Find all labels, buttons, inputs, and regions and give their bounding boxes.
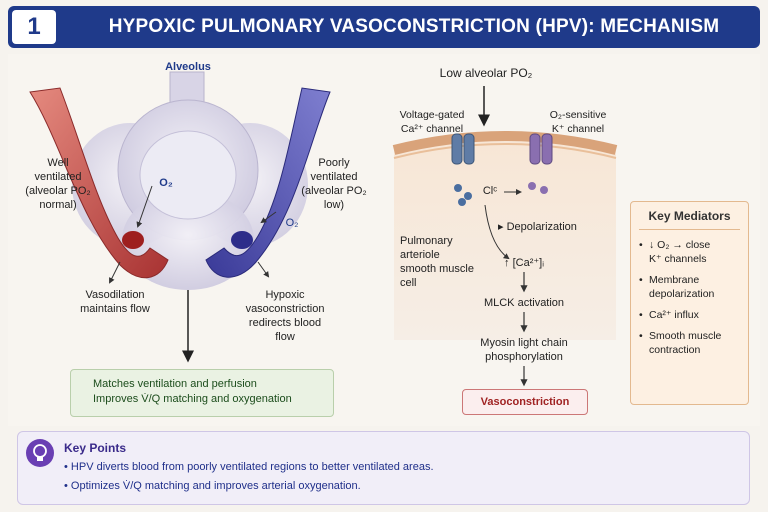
o2-arrow-right: [260, 211, 277, 224]
hypoxic-arrow: [257, 261, 270, 278]
k-channel-label: O₂-sensitive K⁺ channel: [538, 108, 618, 136]
vasodilation-line-1: Vasodilation: [85, 289, 145, 301]
lightbulb-icon: [26, 439, 54, 467]
red-blood-cell: [122, 231, 144, 249]
section-number: 1: [12, 10, 56, 44]
mediator-3-line-1: Ca²⁺ influx: [649, 309, 699, 321]
mlck-label: MLCK activation: [483, 297, 565, 309]
k-channel-icon: [529, 133, 553, 165]
key-points-panel: Key Points • HPV diverts blood from poor…: [17, 431, 750, 505]
matches-line-2: Improves V̇/Q matching and oxygenation: [93, 393, 292, 405]
ca-channel-label: Voltage-gated Ca²⁺ channel: [394, 108, 470, 136]
k-channel-line-2: K⁺ channel: [551, 123, 605, 135]
vasodilation-label: Vasodilation maintains flow: [60, 288, 170, 316]
hypoxic-line-2: vasoconstriction: [245, 303, 325, 315]
well-ventilated-line-3: (alveolar PO₂: [25, 185, 91, 197]
header-bar: 1 HYPOXIC PULMONARY VASOCONSTRICTION (HP…: [8, 6, 760, 48]
mediator-4-line-1: Smooth muscle: [649, 330, 722, 342]
deoxygenated-vessel: [205, 87, 331, 278]
vasodilation-arrow: [109, 261, 121, 284]
alveolus-label: Alveolus: [165, 61, 211, 73]
mediator-1-line-2: K⁺ channels: [649, 253, 707, 265]
mediators-title: Key Mediators: [648, 209, 731, 223]
cell-line-4: cell: [400, 277, 417, 289]
myosin-line-2: phosphorylation: [485, 351, 563, 363]
vasodilation-line-2: maintains flow: [80, 303, 150, 315]
o2-arrow: [136, 185, 153, 228]
hypoxic-line-3: redirects blood: [248, 317, 322, 329]
mediator-item: •↓ O₂ → close K⁺ channels: [631, 234, 748, 269]
oxygenated-vessel: [29, 87, 169, 279]
matches-box: Matches ventilation and perfusion Improv…: [70, 369, 334, 417]
key-point-item: • HPV diverts blood from poorly ventilat…: [64, 461, 434, 473]
mediator-2-line-2: depolarization: [649, 288, 715, 300]
hypoxic-line-1: Hypoxic: [265, 289, 305, 301]
key-point-2-text: Optimizes V̇/Q matching and improves art…: [70, 480, 361, 492]
cell-membrane: [392, 131, 618, 155]
vasoconstriction-box: Vasoconstriction: [462, 389, 588, 415]
mediators-divider: [639, 229, 740, 230]
myosin-label: Myosin light chain phosphorylation: [466, 336, 582, 364]
key-mediators-panel: Key Mediators •↓ O₂ → close K⁺ channels …: [630, 201, 749, 405]
o2-label-right: O₂: [285, 217, 299, 229]
ca-channel-line-2: Ca²⁺ channel: [400, 123, 464, 135]
key-point-1-text: HPV diverts blood from poorly ventilated…: [70, 461, 434, 473]
mediator-1-line-1: ↓ O₂ → close: [649, 239, 711, 251]
cell-line-2: arteriole: [400, 249, 440, 261]
mediator-item: •Ca²⁺ influx: [639, 309, 699, 321]
ion-dots: [454, 182, 548, 206]
cell-body: [394, 136, 616, 340]
ca-increase-label: ↑ [Ca²⁺]ᵢ: [504, 257, 544, 269]
k-channel-line-1: O₂-sensitive: [549, 109, 607, 121]
hypoxic-redirect-label: Hypoxic vasoconstriction redirects blood…: [226, 288, 344, 344]
poorly-ventilated-line-4: low): [323, 199, 345, 211]
cell-label: Pulmonary arteriole smooth muscle cell: [400, 234, 480, 290]
well-ventilated-line-2: ventilated: [34, 171, 82, 183]
mediator-item: •Smooth muscle contraction: [631, 325, 748, 360]
myosin-line-1: Myosin light chain: [480, 337, 568, 349]
o2-label-left: O₂: [159, 177, 173, 189]
ca-curve-arrow: [484, 204, 510, 260]
ca-channel-icon: [451, 133, 475, 165]
mediator-item: •Membrane depolarization: [631, 269, 748, 304]
poorly-ventilated-line-3: (alveolar PO₂: [301, 185, 367, 197]
small-ion-label: Clᶜ: [482, 185, 498, 197]
page-title: HYPOXIC PULMONARY VASOCONSTRICTION (HPV)…: [108, 16, 720, 37]
low-po2-label: Low alveolar PO₂: [439, 66, 533, 80]
depolarization-label: ▸ Depolarization: [498, 221, 577, 233]
mediator-4-line-2: contraction: [649, 344, 701, 356]
well-ventilated-label: Well ventilated (alveolar PO₂ normal): [18, 156, 98, 212]
key-points-title: Key Points: [64, 441, 127, 455]
ca-channel-line-1: Voltage-gated: [399, 109, 465, 121]
key-point-item: • Optimizes V̇/Q matching and improves a…: [64, 480, 361, 492]
well-ventilated-line-4: normal): [39, 199, 77, 211]
cell-line-1: Pulmonary: [400, 235, 453, 247]
matches-line-1: Matches ventilation and perfusion: [93, 378, 257, 390]
well-ventilated-line-1: Well: [47, 157, 69, 169]
poorly-ventilated-label: Poorly ventilated (alveolar PO₂ low): [290, 156, 378, 212]
blue-blood-cell: [231, 231, 253, 249]
hypoxic-line-4: flow: [275, 331, 295, 343]
poorly-ventilated-line-2: ventilated: [310, 171, 358, 183]
cell-line-3: smooth muscle: [400, 263, 474, 275]
poorly-ventilated-line-1: Poorly: [318, 157, 350, 169]
mediator-2-line-1: Membrane: [649, 274, 700, 286]
